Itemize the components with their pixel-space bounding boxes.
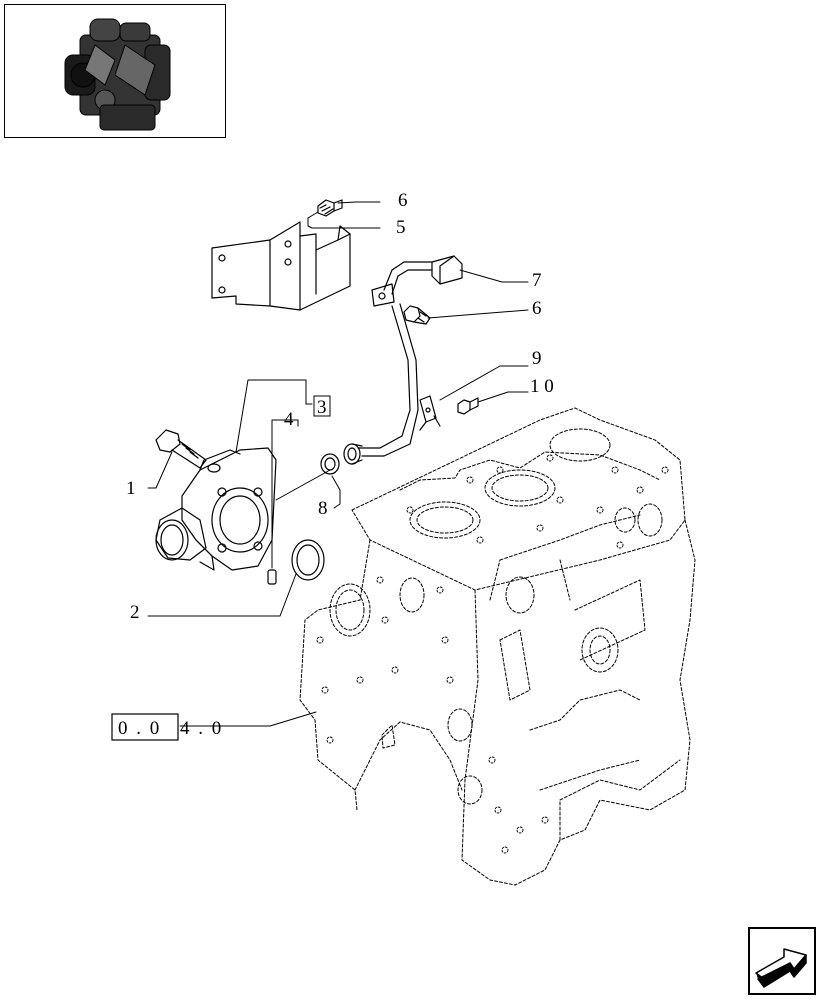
engine-block bbox=[299, 407, 696, 886]
callout-3-box bbox=[313, 395, 331, 417]
callout-8: 8 bbox=[318, 498, 328, 519]
callout-9: 9 bbox=[532, 348, 542, 369]
callout-2: 2 bbox=[130, 602, 140, 623]
engine-thumbnail[interactable] bbox=[4, 4, 226, 138]
bolt-10 bbox=[457, 397, 479, 415]
pipe-assembly bbox=[343, 255, 463, 465]
engine-thumbnail-icon bbox=[64, 18, 171, 131]
reference-box bbox=[111, 713, 179, 741]
dowel-pin-4 bbox=[267, 569, 277, 585]
reference-rest-text: 4 . 0 bbox=[180, 718, 223, 739]
leader-lines bbox=[147, 201, 529, 727]
bolt-1 bbox=[155, 429, 207, 469]
reference-boxed-text: 0 . 0 bbox=[118, 718, 161, 739]
gasket-ring-2 bbox=[291, 539, 325, 581]
thermostat-housing bbox=[155, 447, 277, 571]
section-reference[interactable]: 0 . 0 4 . 0 bbox=[111, 713, 223, 741]
callout-6-top: 6 bbox=[398, 190, 408, 211]
callout-4: 4 bbox=[284, 409, 294, 430]
block-holes bbox=[316, 454, 669, 854]
next-page-button[interactable] bbox=[748, 927, 816, 995]
bracket-part bbox=[211, 221, 351, 311]
callout-6-lower: 6 bbox=[532, 298, 542, 319]
bolt-top bbox=[317, 199, 343, 217]
callout-1: 1 bbox=[126, 478, 136, 499]
o-ring-8 bbox=[320, 453, 340, 475]
callout-7: 7 bbox=[532, 270, 542, 291]
callout-3: 3 bbox=[317, 397, 327, 418]
bolt-lower bbox=[403, 305, 431, 325]
next-page-arrow-icon bbox=[755, 948, 807, 988]
callout-labels: 6 5 7 6 9 1 0 4 3 1 8 2 bbox=[126, 190, 554, 623]
callout-10: 1 0 bbox=[530, 376, 554, 397]
callout-5: 5 bbox=[396, 217, 406, 238]
